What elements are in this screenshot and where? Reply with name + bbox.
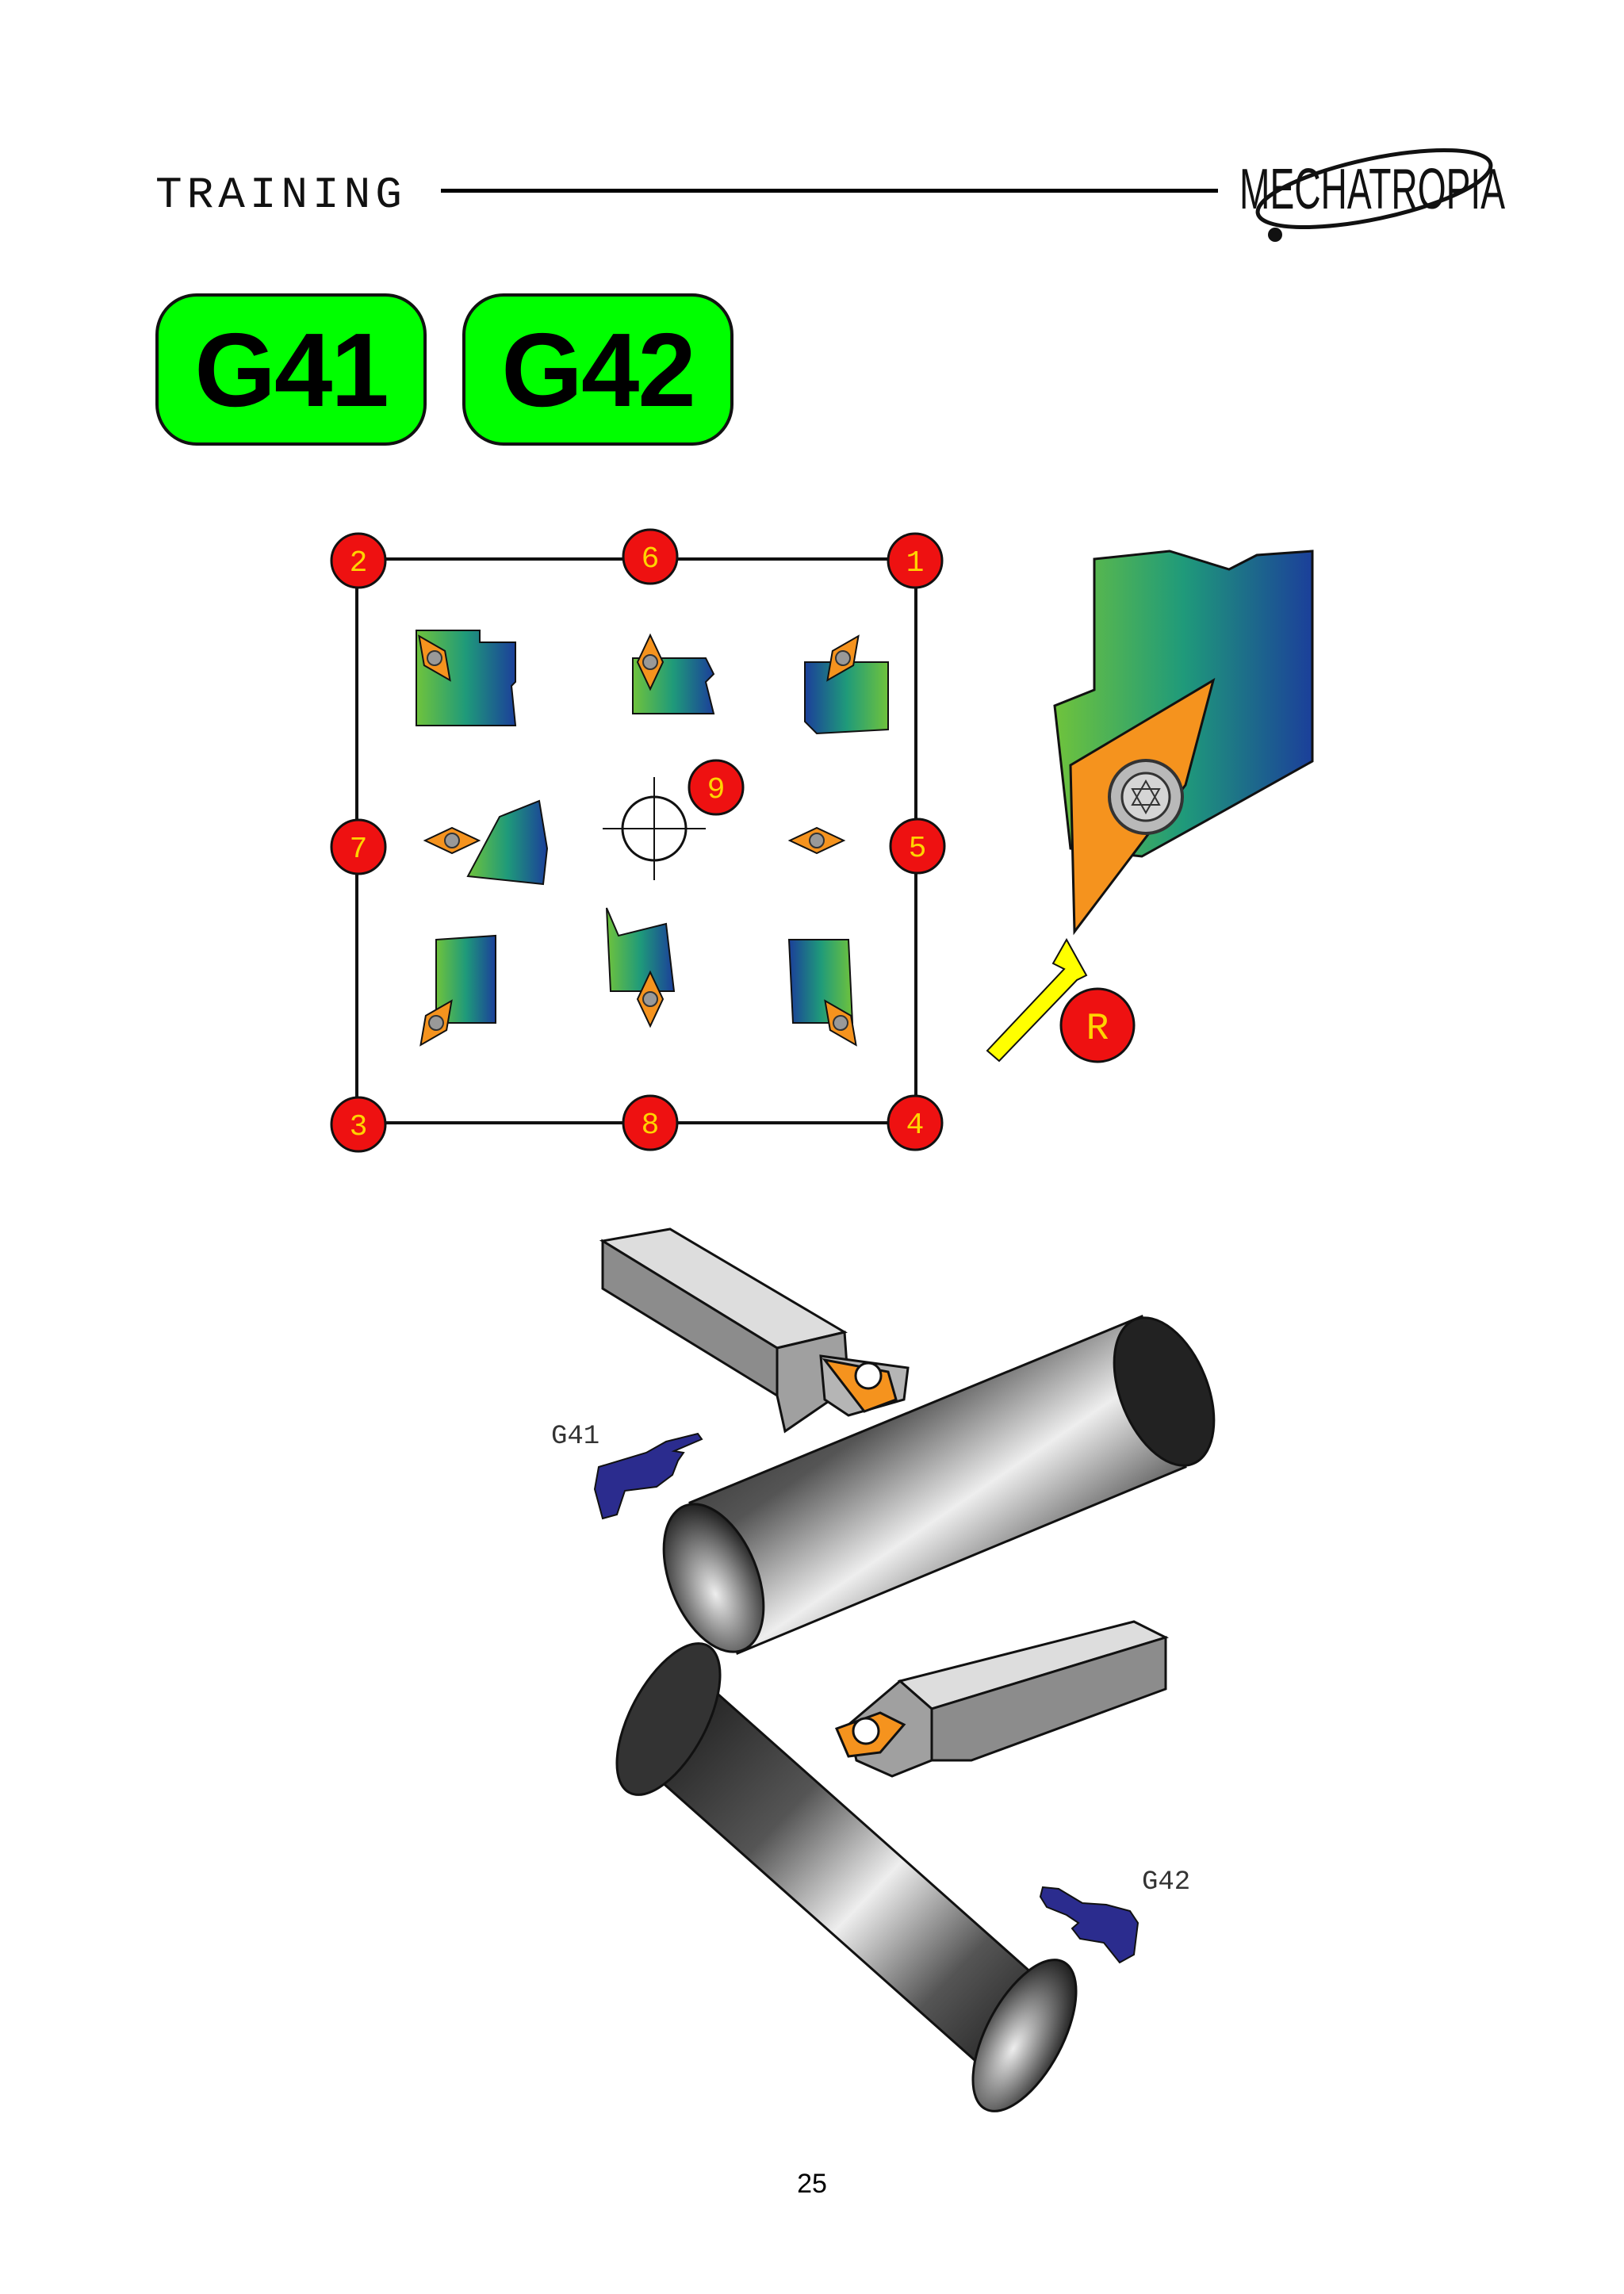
hand-pointer-g41 <box>593 1432 703 1520</box>
logo-orbit <box>1255 147 1493 230</box>
tool-position-4 <box>787 939 868 1054</box>
tool-position-7 <box>424 799 549 886</box>
tool-position-6 <box>632 634 715 714</box>
tool-point-diagram: 2 6 1 7 9 5 3 8 4 R <box>330 528 1314 1153</box>
hand-pointer-g42 <box>1039 1886 1139 1964</box>
radius-arrow <box>986 937 1088 1063</box>
svg-text:4: 4 <box>906 1109 925 1143</box>
marker-3: 3 <box>330 1096 387 1153</box>
marker-1: 1 <box>887 532 944 589</box>
tool-position-3 <box>409 934 496 1054</box>
marker-9: 9 <box>688 759 745 816</box>
marker-5: 5 <box>889 818 946 875</box>
marker-4: 4 <box>887 1094 944 1151</box>
svg-text:7: 7 <box>350 833 368 867</box>
lathe-illustration: G41 G42 <box>551 1227 1216 2112</box>
mechatropia-logo: MECHATROPIA <box>1239 147 1505 242</box>
header-rule <box>441 189 1218 193</box>
g41-label: G41 <box>551 1422 599 1452</box>
workpiece-bottom <box>615 1642 1078 2112</box>
marker-7: 7 <box>330 818 387 875</box>
svg-text:1: 1 <box>906 546 925 580</box>
page-number: 25 <box>797 2169 827 2199</box>
header-title: TRAINING <box>155 170 407 220</box>
g41-code-badge: G41 <box>155 293 427 446</box>
tool-position-8 <box>606 907 676 1027</box>
svg-text:9: 9 <box>707 773 726 807</box>
tool-position-1 <box>804 627 889 735</box>
svg-text:6: 6 <box>642 542 660 576</box>
tool-nose-detail <box>1053 550 1314 936</box>
tool-holder-bottom <box>834 1620 1170 1778</box>
marker-6: 6 <box>622 528 679 585</box>
target-crosshair <box>603 777 706 880</box>
logo-dot <box>1268 228 1282 242</box>
svg-text:2: 2 <box>350 546 368 580</box>
workpiece-top <box>662 1314 1216 1656</box>
tool-position-2 <box>408 627 517 726</box>
svg-text:8: 8 <box>642 1109 660 1143</box>
marker-8: 8 <box>622 1094 679 1151</box>
marker-2: 2 <box>330 532 387 589</box>
g42-code-badge: G42 <box>462 293 733 446</box>
g42-label: G42 <box>1142 1867 1190 1898</box>
svg-text:R: R <box>1086 1008 1109 1051</box>
svg-text:5: 5 <box>909 832 927 866</box>
svg-text:3: 3 <box>350 1110 368 1144</box>
tool-position-5 <box>789 827 845 854</box>
radius-marker: R <box>1059 987 1136 1063</box>
tool-holder-top <box>599 1227 910 1434</box>
